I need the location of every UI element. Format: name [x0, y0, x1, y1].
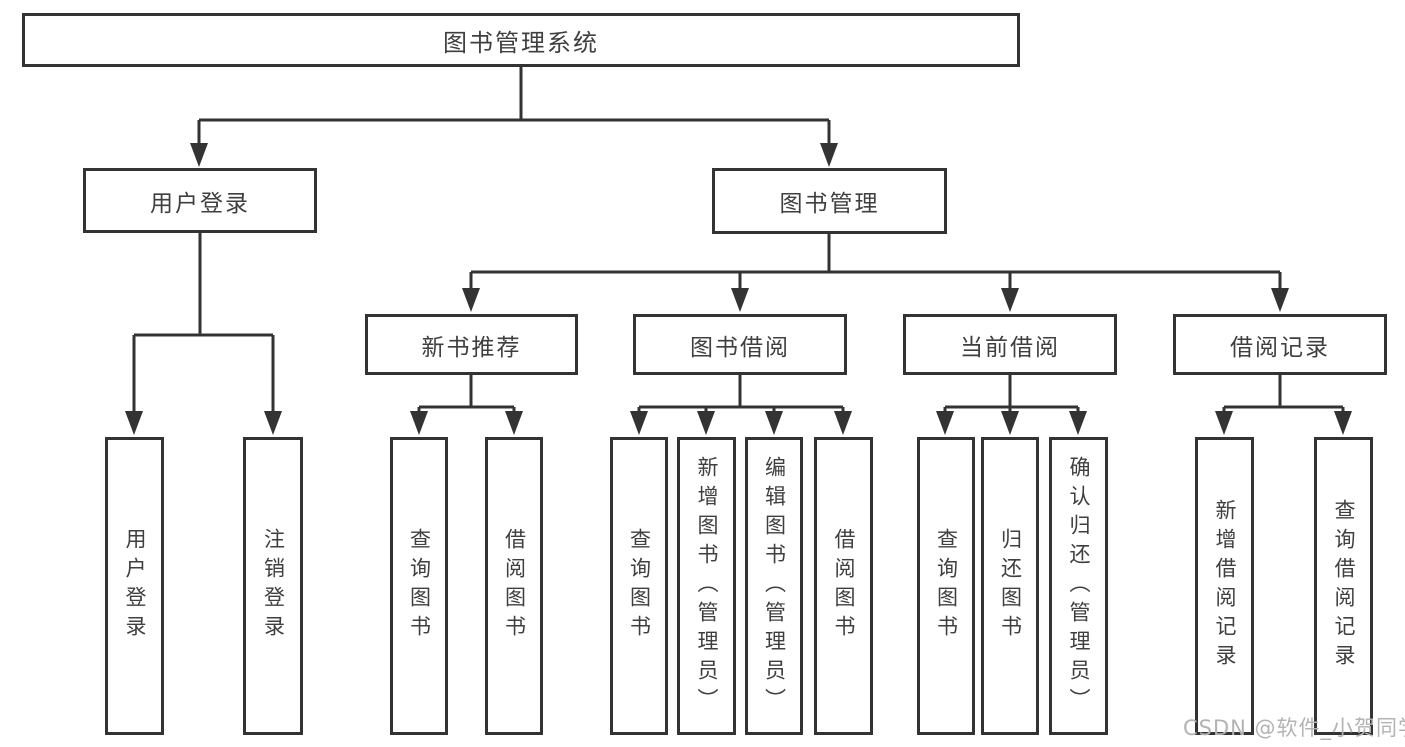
leaf-label: 查询图书 [407, 528, 432, 644]
connector-book-management-children [469, 234, 1282, 291]
leaf-borrow-books-borrowing: 借阅图书 [814, 437, 873, 735]
leaf-label: 归还图书 [998, 528, 1023, 644]
arrow-down-icon [1334, 411, 1352, 435]
connector-book-borrowing-children [637, 375, 845, 414]
arrow-down-icon [1215, 411, 1233, 435]
arrow-down-icon [264, 411, 282, 435]
leaf-user-login: 用户登录 [105, 437, 164, 735]
arrow-down-icon [834, 411, 852, 435]
arrow-down-icon [630, 411, 648, 435]
node-book-borrowing: 图书借阅 [633, 314, 847, 375]
connector-borrow-records-children [1222, 375, 1345, 414]
leaf-label: 查询借阅记录 [1332, 499, 1356, 673]
leaf-label: 借阅图书 [502, 528, 527, 644]
leaf-label: 编辑图书（管理员） [762, 455, 787, 717]
node-borrowing-records: 借阅记录 [1173, 314, 1387, 375]
leaf-label: 用户登录 [123, 528, 147, 644]
arrow-down-icon [410, 411, 428, 435]
arrow-down-icon [1271, 288, 1289, 312]
arrow-down-icon [936, 411, 954, 435]
leaf-logout: 注销登录 [243, 437, 303, 735]
arrow-down-icon [765, 411, 783, 435]
leaf-query-borrow-record: 查询借阅记录 [1314, 437, 1373, 735]
csdn-watermark: CSDN @软件_小贺同学 [1183, 716, 1405, 740]
arrow-down-icon [462, 288, 480, 312]
leaf-label: 借阅图书 [832, 528, 856, 644]
arrow-down-icon [125, 411, 143, 435]
node-current-borrowing: 当前借阅 [903, 314, 1117, 375]
arrow-down-icon [697, 411, 715, 435]
leaf-label: 注销登录 [261, 528, 286, 644]
arrow-down-icon [1001, 411, 1019, 435]
node-user-login: 用户登录 [83, 168, 317, 233]
leaf-query-books-recommend: 查询图书 [390, 437, 448, 735]
leaf-edit-book-admin: 编辑图书（管理员） [745, 437, 803, 735]
connector-current-borrowing-children [943, 375, 1080, 414]
leaf-label: 确认归还（管理员） [1067, 455, 1091, 717]
arrow-down-icon [820, 143, 838, 167]
leaf-add-book-admin: 新增图书（管理员） [677, 437, 736, 735]
leaf-label: 查询图书 [934, 528, 959, 644]
leaf-query-books-borrowing: 查询图书 [610, 437, 668, 735]
connector-user-login-children [132, 233, 275, 414]
arrow-down-icon [505, 411, 523, 435]
leaf-add-borrow-record: 新增借阅记录 [1195, 437, 1254, 735]
node-book-management: 图书管理 [712, 168, 947, 234]
leaf-label: 新增借阅记录 [1213, 499, 1237, 673]
arrow-down-icon [1069, 411, 1087, 435]
arrow-down-icon [190, 143, 208, 167]
arrow-down-icon [731, 288, 749, 312]
node-new-book-recommendation: 新书推荐 [365, 314, 578, 375]
arrow-down-icon [1001, 288, 1019, 312]
node-library-management-system: 图书管理系统 [22, 13, 1020, 67]
leaf-return-books: 归还图书 [981, 437, 1039, 735]
leaf-confirm-return-admin: 确认归还（管理员） [1049, 437, 1108, 735]
connector-new-book-children [417, 375, 516, 414]
leaf-label: 新增图书（管理员） [695, 455, 719, 717]
leaf-query-books-current: 查询图书 [917, 437, 975, 735]
leaf-borrow-books-recommend: 借阅图书 [485, 437, 543, 735]
leaf-label: 查询图书 [627, 528, 652, 644]
connector-root-to-level2 [197, 67, 831, 146]
